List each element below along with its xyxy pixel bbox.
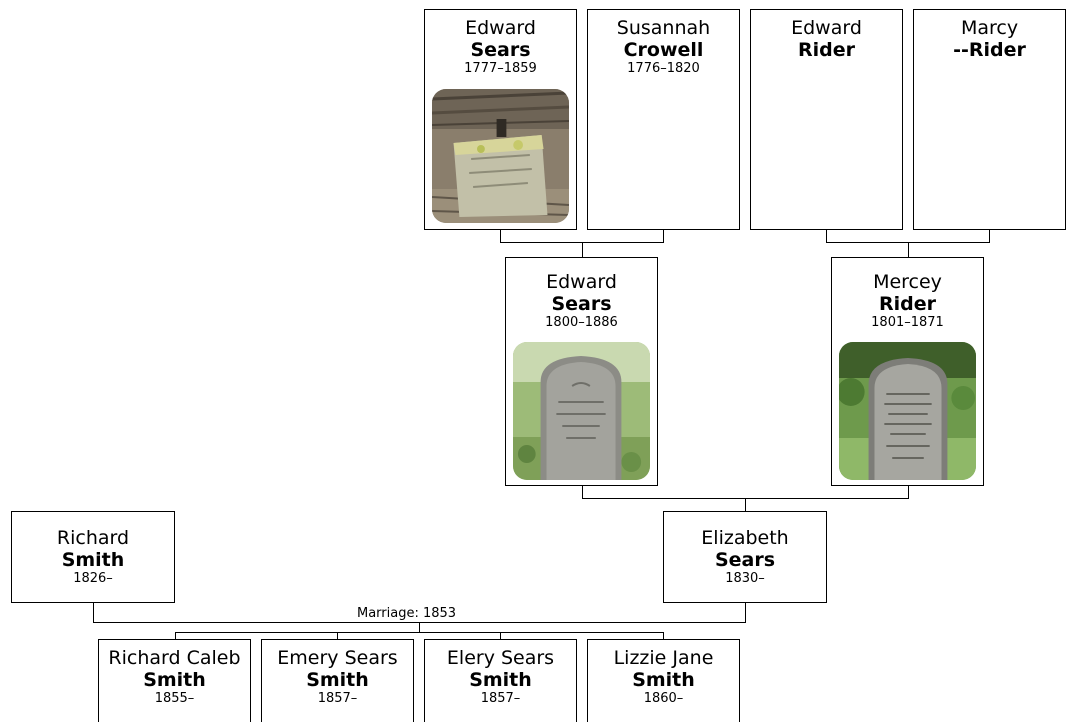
given-name: Edward: [751, 17, 902, 39]
given-name: Lizzie Jane: [588, 647, 739, 669]
connector-line: [745, 498, 746, 511]
surname: Smith: [262, 669, 413, 691]
person-card-edward-sears-1777[interactable]: Edward Sears 1777–1859: [424, 9, 577, 230]
connector-line: [337, 632, 338, 639]
connector-line: [175, 632, 176, 639]
person-card-richard-smith[interactable]: Richard Smith 1826–: [11, 511, 175, 603]
given-name: Emery Sears: [262, 647, 413, 669]
person-card-richard-caleb-smith[interactable]: Richard Caleb Smith 1855–: [98, 639, 251, 722]
given-name: Edward: [506, 271, 657, 293]
given-name: Richard: [12, 527, 174, 549]
life-years: 1857–: [262, 691, 413, 707]
surname: Sears: [506, 293, 657, 315]
connector-line: [582, 242, 583, 257]
gravestone-image: [839, 342, 976, 480]
life-years: 1830–: [664, 571, 826, 587]
life-years: 1857–: [425, 691, 576, 707]
connector-line: [663, 229, 664, 242]
given-name: Mercey: [832, 271, 983, 293]
life-years: 1860–: [588, 691, 739, 707]
person-card-lizzie-jane-smith[interactable]: Lizzie Jane Smith 1860–: [587, 639, 740, 722]
connector-line: [419, 622, 420, 632]
connector-line: [663, 632, 664, 639]
connector-line: [908, 485, 909, 498]
surname: Crowell: [588, 39, 739, 61]
person-card-emery-sears-smith[interactable]: Emery Sears Smith 1857–: [261, 639, 414, 722]
given-name: Edward: [425, 17, 576, 39]
person-card-edward-sears-1800[interactable]: Edward Sears 1800–1886: [505, 257, 658, 486]
connector-line: [500, 632, 501, 639]
connector-line: [175, 632, 664, 633]
surname: Rider: [832, 293, 983, 315]
gravestone-photo[interactable]: [839, 342, 976, 480]
connector-line: [745, 602, 746, 622]
weathered-gravestone-image: [432, 89, 569, 223]
person-card-marcy-rider[interactable]: Marcy --Rider: [913, 9, 1066, 230]
life-years: 1777–1859: [425, 61, 576, 77]
given-name: Richard Caleb: [99, 647, 250, 669]
surname: Smith: [425, 669, 576, 691]
life-years: 1776–1820: [588, 61, 739, 77]
surname: Smith: [588, 669, 739, 691]
person-card-edward-rider[interactable]: Edward Rider: [750, 9, 903, 230]
surname: Smith: [99, 669, 250, 691]
surname: Rider: [751, 39, 902, 61]
given-name: Marcy: [914, 17, 1065, 39]
person-card-elery-sears-smith[interactable]: Elery Sears Smith 1857–: [424, 639, 577, 722]
surname: Sears: [425, 39, 576, 61]
life-years: 1801–1871: [832, 315, 983, 331]
connector-line: [826, 229, 827, 242]
person-card-elizabeth-sears[interactable]: Elizabeth Sears 1830–: [663, 511, 827, 603]
marriage-label: Marriage: 1853: [357, 606, 456, 622]
gravestone-photo[interactable]: [513, 342, 650, 480]
surname: Smith: [12, 549, 174, 571]
given-name: Elery Sears: [425, 647, 576, 669]
gravestone-photo[interactable]: [432, 89, 569, 223]
gravestone-image: [513, 342, 650, 480]
connector-line: [908, 242, 909, 257]
life-years: 1800–1886: [506, 315, 657, 331]
given-name: Susannah: [588, 17, 739, 39]
person-card-mercey-rider[interactable]: Mercey Rider 1801–1871: [831, 257, 984, 486]
given-name: Elizabeth: [664, 527, 826, 549]
connector-line: [582, 485, 583, 498]
connector-line: [500, 229, 501, 242]
connector-line: [93, 602, 94, 622]
surname: --Rider: [914, 39, 1065, 61]
connector-line: [989, 229, 990, 242]
life-years: 1855–: [99, 691, 250, 707]
life-years: 1826–: [12, 571, 174, 587]
person-card-susannah-crowell[interactable]: Susannah Crowell 1776–1820: [587, 9, 740, 230]
surname: Sears: [664, 549, 826, 571]
